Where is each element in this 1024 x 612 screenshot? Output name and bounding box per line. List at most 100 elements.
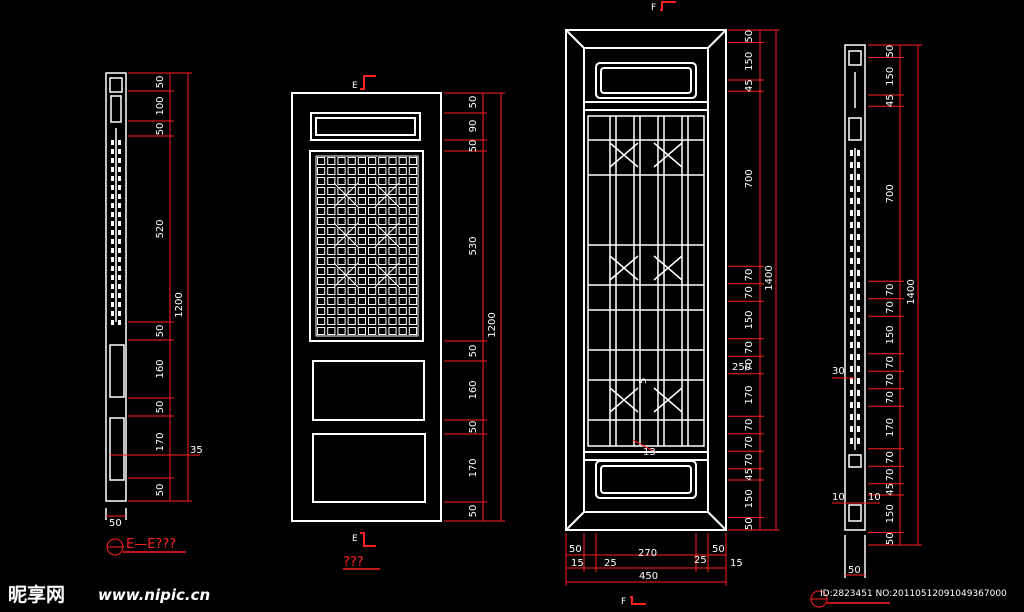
profile-notch xyxy=(857,306,860,312)
right-section-dimensions xyxy=(832,44,922,576)
profile-notch xyxy=(850,366,853,372)
right-section-teeth xyxy=(850,150,860,444)
door-dim-2: 90 xyxy=(468,120,479,133)
window-side-mark: 250 xyxy=(732,362,751,373)
lattice-cell xyxy=(327,227,336,235)
lattice-cell xyxy=(317,237,326,245)
window-bottom-2: 270 xyxy=(638,548,657,559)
lattice-cell xyxy=(347,277,356,285)
profile-notch xyxy=(857,222,860,228)
lattice-cell xyxy=(378,317,387,325)
lattice-cell xyxy=(388,317,397,325)
lattice-cell xyxy=(347,287,356,295)
lattice-border xyxy=(315,155,419,337)
lattice-cell xyxy=(368,317,377,325)
lattice-cell xyxy=(368,327,377,335)
left-dim-3: 50 xyxy=(155,123,166,136)
profile-notch xyxy=(850,186,853,192)
lattice-cell xyxy=(408,197,417,205)
profile-notch xyxy=(857,198,860,204)
lattice-cell xyxy=(408,227,417,235)
lattice-cell xyxy=(378,197,387,205)
door-dim-5: 50 xyxy=(468,345,479,358)
lattice-cell xyxy=(357,277,366,285)
door-dim-1: 50 xyxy=(468,96,479,109)
lattice-cell xyxy=(368,237,377,245)
lattice-cell xyxy=(408,187,417,195)
window-small-mark-2: 13 xyxy=(643,447,656,458)
profile-notch xyxy=(850,342,853,348)
door-dim-4: 530 xyxy=(468,236,479,255)
profile-notch xyxy=(850,174,853,180)
lattice-cell xyxy=(327,237,336,245)
profile-notch xyxy=(118,203,121,208)
lattice-cell xyxy=(398,307,407,315)
window-bottom-5: 25 xyxy=(604,558,617,569)
profile-notch xyxy=(118,140,121,145)
right-dim-12: 70 xyxy=(885,451,896,464)
lattice-cell xyxy=(368,217,377,225)
lattice-diamond xyxy=(609,255,639,281)
lattice-cell xyxy=(408,297,417,305)
profile-notch xyxy=(850,426,853,432)
lattice-cell xyxy=(357,157,366,165)
profile-notch xyxy=(118,320,121,325)
door-dim-8: 170 xyxy=(468,458,479,477)
lattice-cell xyxy=(408,247,417,255)
right-dim-bottom: 50 xyxy=(848,565,861,576)
lattice-cell xyxy=(357,297,366,305)
lattice-cell xyxy=(378,267,387,275)
lattice-cell xyxy=(378,307,387,315)
lattice-cell xyxy=(368,157,377,165)
window-dim-8: 70 xyxy=(744,341,755,354)
door-title: ??? xyxy=(343,555,364,570)
lattice-cell xyxy=(347,227,356,235)
lattice-cell xyxy=(388,287,397,295)
lattice-cell xyxy=(337,257,346,265)
right-dim-bottom-right: 10 xyxy=(868,492,881,503)
lattice-cell xyxy=(347,297,356,305)
lattice-cell xyxy=(378,207,387,215)
left-dim-7: 50 xyxy=(155,401,166,414)
right-dim-13: 70 xyxy=(885,469,896,482)
window-small-mark-1: 5 xyxy=(638,378,649,384)
lattice-diamond xyxy=(653,255,683,281)
profile-notch xyxy=(111,194,114,199)
left-dim-1: 50 xyxy=(155,76,166,89)
profile-notch xyxy=(850,378,853,384)
right-dim-8: 70 xyxy=(885,356,896,369)
profile-notch xyxy=(857,174,860,180)
lattice-cell xyxy=(337,197,346,205)
profile-notch xyxy=(857,414,860,420)
lattice-cell xyxy=(317,187,326,195)
lattice-cell xyxy=(388,237,397,245)
lattice-cell xyxy=(327,187,336,195)
window-dim-overall: 1400 xyxy=(764,265,775,290)
lattice-cell xyxy=(388,197,397,205)
profile-notch xyxy=(111,140,114,145)
door-dimensions xyxy=(444,92,505,522)
left-section-title: E—E??? xyxy=(126,537,176,552)
lattice-cell xyxy=(327,287,336,295)
window-dim-13: 70 xyxy=(744,454,755,467)
profile-notch xyxy=(850,258,853,264)
profile-notch xyxy=(857,426,860,432)
left-dim-8: 170 xyxy=(155,432,166,451)
lattice-cell xyxy=(317,287,326,295)
lattice-cell xyxy=(337,277,346,285)
profile-notch xyxy=(857,378,860,384)
profile-notch xyxy=(857,438,860,444)
profile-notch xyxy=(118,149,121,154)
lattice-cell xyxy=(347,307,356,315)
lattice-cell xyxy=(337,187,346,195)
lattice-cell xyxy=(368,227,377,235)
profile-notch xyxy=(850,222,853,228)
right-dim-bottom-left: 10 xyxy=(832,492,845,503)
window-dim-3: 45 xyxy=(744,79,755,92)
profile-notch xyxy=(857,330,860,336)
left-dim-9: 50 xyxy=(155,484,166,497)
lattice-cell xyxy=(347,197,356,205)
profile-notch xyxy=(111,284,114,289)
right-dim-4: 700 xyxy=(885,184,896,203)
lattice-cell xyxy=(327,317,336,325)
